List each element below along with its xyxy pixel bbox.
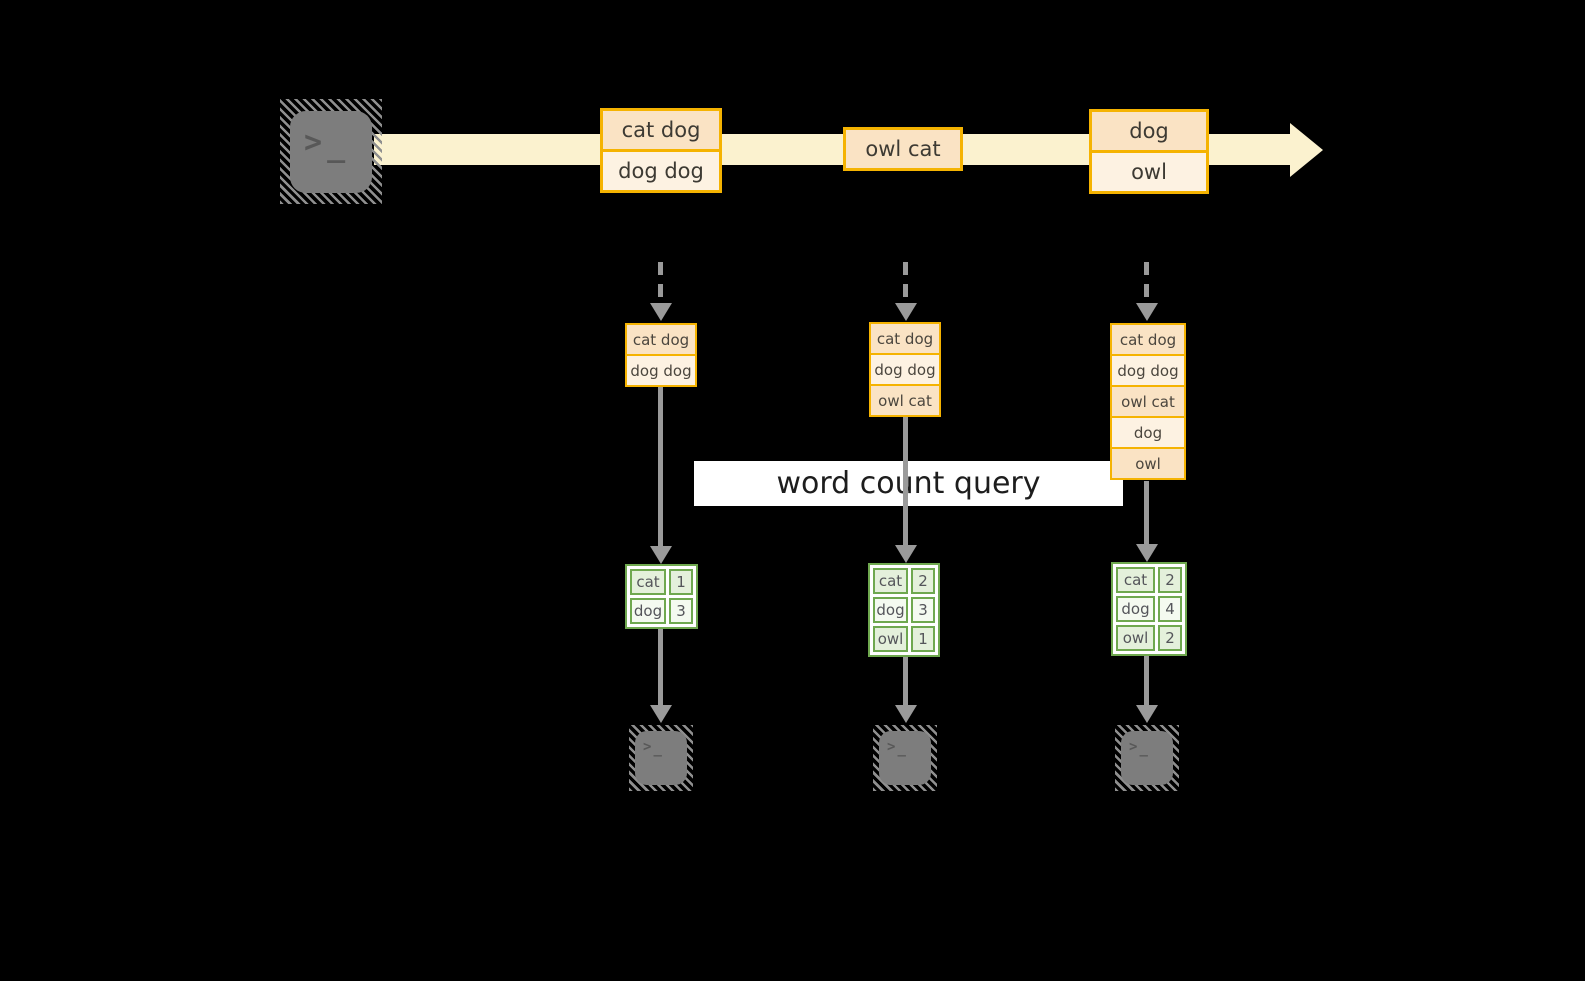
input-table-1: cat dog dog dog — [625, 323, 697, 387]
prompt-char: > — [304, 125, 323, 160]
microbatch-arrowhead-2-icon — [895, 303, 917, 321]
source-terminal-icon: >_ — [280, 99, 382, 204]
terminal-prompt-icon: >_ — [304, 125, 345, 164]
cursor-char: _ — [897, 741, 906, 757]
word-cell: cat — [1116, 567, 1155, 593]
count-cell: 1 — [911, 626, 935, 652]
result-table-3: cat 2 dog 4 owl 2 — [1111, 562, 1187, 656]
query-arrowhead-2-icon — [895, 545, 917, 563]
prompt-char: > — [1129, 739, 1138, 755]
sink-arrowhead-1-icon — [650, 705, 672, 723]
cursor-char: _ — [327, 129, 346, 164]
query-arrow-1 — [658, 387, 663, 548]
input-row: dog — [1112, 416, 1184, 447]
microbatch-arrow-3 — [1144, 262, 1149, 302]
stream-arrowhead-icon — [1290, 123, 1323, 177]
input-row: dog dog — [627, 354, 695, 385]
word-cell: dog — [630, 598, 666, 624]
sink-terminal-icon-3: >_ — [1115, 725, 1179, 791]
input-row: dog dog — [1112, 354, 1184, 385]
stream-record: dog dog — [603, 149, 719, 190]
count-cell: 4 — [1158, 596, 1182, 622]
query-label: word count query — [776, 466, 1041, 501]
terminal-screen: >_ — [290, 111, 372, 193]
word-cell: dog — [1116, 596, 1155, 622]
sink-arrowhead-2-icon — [895, 705, 917, 723]
word-cell: dog — [873, 597, 908, 623]
cursor-char: _ — [653, 741, 662, 757]
stream-batch-3: dog owl — [1089, 109, 1209, 194]
sink-arrow-2 — [903, 657, 908, 706]
query-arrow-2 — [903, 417, 908, 545]
sink-terminal-icon-1: >_ — [629, 725, 693, 791]
terminal-screen: >_ — [879, 731, 931, 785]
terminal-screen: >_ — [635, 731, 687, 785]
microbatch-arrow-2 — [903, 262, 908, 302]
terminal-screen: >_ — [1121, 731, 1173, 785]
terminal-prompt-icon: >_ — [643, 739, 662, 757]
microbatch-arrowhead-3-icon — [1136, 303, 1158, 321]
terminal-prompt-icon: >_ — [887, 739, 906, 757]
input-row: cat dog — [871, 324, 939, 353]
stream-batch-2: owl cat — [843, 127, 963, 171]
result-table-2: cat 2 dog 3 owl 1 — [868, 563, 940, 657]
word-cell: owl — [873, 626, 908, 652]
stream-record: dog — [1092, 112, 1206, 150]
count-cell: 2 — [1158, 567, 1182, 593]
result-table-1: cat 1 dog 3 — [625, 564, 698, 629]
query-arrowhead-3-icon — [1136, 544, 1158, 562]
prompt-char: > — [887, 739, 896, 755]
count-cell: 1 — [669, 569, 693, 595]
input-row: cat dog — [1112, 325, 1184, 354]
count-cell: 3 — [911, 597, 935, 623]
input-row: owl cat — [871, 384, 939, 415]
word-cell: cat — [873, 568, 908, 594]
stream-record: cat dog — [603, 111, 719, 149]
query-label-banner: word count query — [694, 461, 1123, 506]
sink-arrowhead-3-icon — [1136, 705, 1158, 723]
input-row: dog dog — [871, 353, 939, 384]
prompt-char: > — [643, 739, 652, 755]
word-cell: cat — [630, 569, 666, 595]
count-cell: 3 — [669, 598, 693, 624]
input-row: owl — [1112, 447, 1184, 478]
sink-arrow-3 — [1144, 656, 1149, 706]
input-row: owl cat — [1112, 385, 1184, 416]
input-table-2: cat dog dog dog owl cat — [869, 322, 941, 417]
query-arrowhead-1-icon — [650, 546, 672, 564]
microbatch-arrow-1 — [658, 262, 663, 302]
sink-terminal-icon-2: >_ — [873, 725, 937, 791]
cursor-char: _ — [1139, 741, 1148, 757]
terminal-prompt-icon: >_ — [1129, 739, 1148, 757]
microbatch-arrowhead-1-icon — [650, 303, 672, 321]
count-cell: 2 — [911, 568, 935, 594]
stream-record: owl — [1092, 150, 1206, 191]
input-table-3: cat dog dog dog owl cat dog owl — [1110, 323, 1186, 480]
stream-batch-1: cat dog dog dog — [600, 108, 722, 193]
input-row: cat dog — [627, 325, 695, 354]
count-cell: 2 — [1158, 625, 1182, 651]
stream-record: owl cat — [846, 130, 960, 168]
sink-arrow-1 — [658, 629, 663, 706]
query-arrow-3 — [1144, 481, 1149, 544]
word-cell: owl — [1116, 625, 1155, 651]
